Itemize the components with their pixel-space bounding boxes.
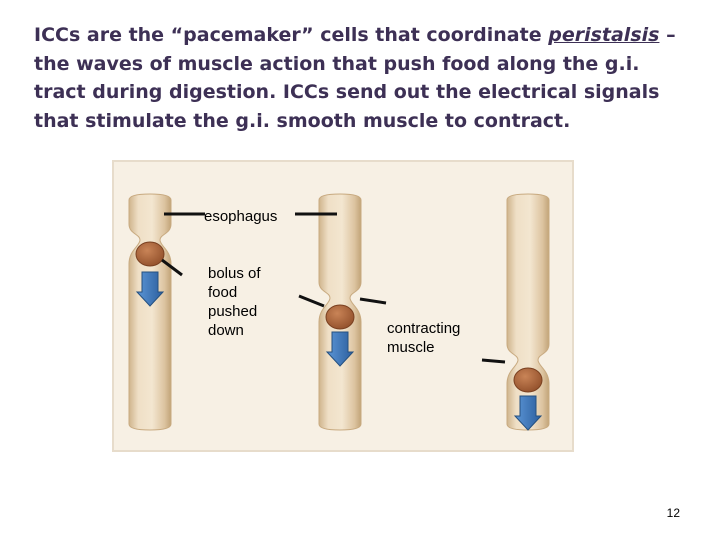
label-contracting-muscle: contracting muscle <box>387 319 460 357</box>
label-bolus-line-3: pushed <box>208 303 258 320</box>
label-bolus-line-2: food <box>208 284 238 301</box>
esophagus-tube-3 <box>506 193 550 431</box>
label-contracting-line-1: contracting <box>387 320 461 337</box>
esophagus-tube-1 <box>128 193 172 431</box>
contracting-leader-right <box>359 297 387 305</box>
contracting-leader-left <box>298 294 325 308</box>
label-esophagus: esophagus <box>204 208 278 225</box>
label-bolus-line-4: down <box>208 322 244 339</box>
slide-text-intro: ICCs are the “pacemaker” cells that coor… <box>34 24 549 46</box>
down-arrow-icon <box>325 331 355 367</box>
bolus-leader <box>161 258 183 277</box>
bolus-icon <box>135 241 165 267</box>
label-bolus-pushed-down: bolus of food pushed down <box>208 264 261 340</box>
page-number: 12 <box>666 506 680 520</box>
peristalsis-figure <box>112 160 574 452</box>
bolus-icon <box>513 367 543 393</box>
term-peristalsis: peristalsis <box>548 24 660 46</box>
slide-text: ICCs are the “pacemaker” cells that coor… <box>34 21 694 135</box>
label-contracting-line-2: muscle <box>387 339 435 356</box>
label-bolus-line-1: bolus of <box>208 265 261 282</box>
contracting-leader-third <box>481 358 506 364</box>
bolus-icon <box>325 304 355 330</box>
down-arrow-icon <box>135 271 165 307</box>
slide-text-rest: – the waves of muscle action that push f… <box>34 24 676 132</box>
down-arrow-icon <box>513 395 543 431</box>
